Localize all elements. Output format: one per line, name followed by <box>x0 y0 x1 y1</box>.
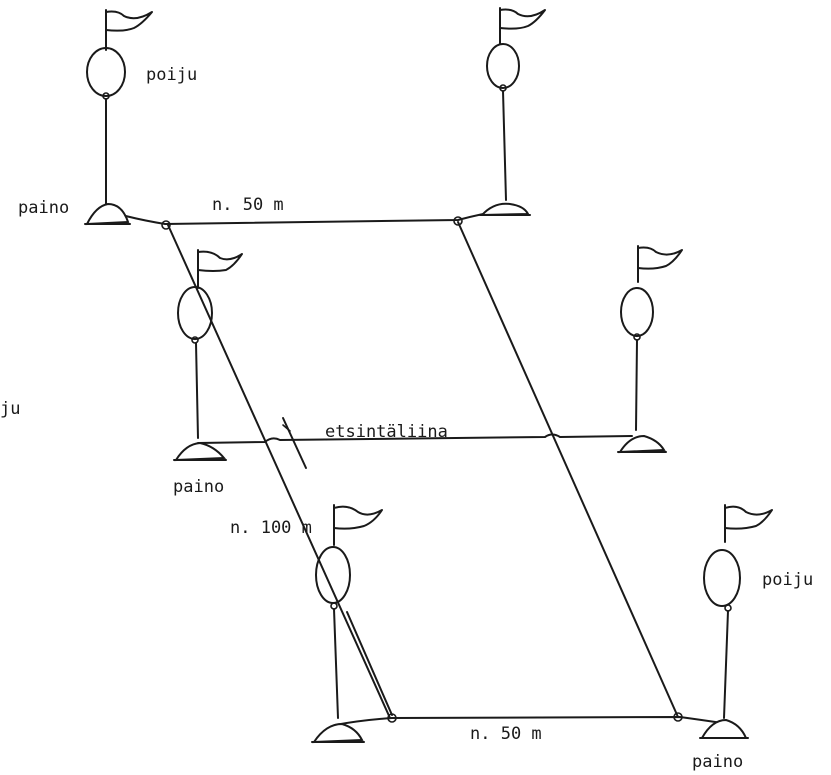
bottom-line <box>334 716 723 726</box>
crossing-mark <box>282 417 307 469</box>
search-line-label: etsintäliina <box>325 422 448 442</box>
left-diagonal-line <box>167 224 391 719</box>
weight-label-middle-left: paino <box>173 477 224 497</box>
top-line <box>117 209 506 225</box>
anchor-weight-icon <box>84 202 131 226</box>
anchor-weight-icon <box>699 718 749 739</box>
buoy-label-top-left: poiju <box>146 65 197 85</box>
bottom-left-extra-rope <box>346 611 393 716</box>
buoy-flag-icon <box>177 249 243 439</box>
ropes <box>117 209 723 726</box>
weight-label-bottom-right: paino <box>692 752 743 772</box>
anchor-weight-icon <box>173 441 227 462</box>
anchor-weight-icon <box>311 722 365 744</box>
cut-off-label-left: ju <box>0 399 20 419</box>
anchor-weight-icon <box>617 434 667 454</box>
buoy-flag-icon <box>486 7 546 201</box>
buoy-flag-icon <box>315 504 383 719</box>
anchor-weight-icon <box>479 202 531 217</box>
buoy-flag-icon <box>620 245 683 431</box>
weight-label-top-left: paino <box>18 198 69 218</box>
right-diagonal-line <box>457 221 679 718</box>
buoy-flag-icon <box>703 504 773 719</box>
distance-label-diagonal: n. 100 m <box>230 518 312 538</box>
distance-label-top: n. 50 m <box>212 195 284 215</box>
buoy-flag-icon <box>86 9 153 205</box>
distance-label-bottom: n. 50 m <box>470 724 542 744</box>
buoy-label-bottom-right: poiju <box>762 570 813 590</box>
junction-rings <box>161 216 683 723</box>
search-line <box>197 433 633 444</box>
